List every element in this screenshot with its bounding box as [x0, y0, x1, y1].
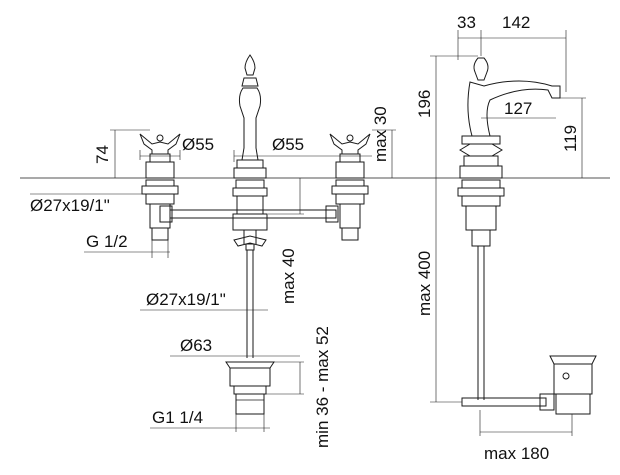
dim-spout-outlet-height: 119 — [561, 125, 580, 152]
side-body — [457, 179, 505, 247]
side-dimension-lines — [430, 30, 586, 436]
center-body — [232, 179, 268, 251]
dim-handle-right-diameter: Ø55 — [272, 135, 304, 154]
side-view — [430, 30, 597, 436]
front-dimension-lines — [30, 129, 396, 432]
pipe-nut-right — [325, 205, 339, 223]
dim-handle-height: 74 — [93, 145, 112, 164]
dim-waste-diameter: Ø63 — [180, 336, 212, 355]
left-valve — [139, 133, 181, 241]
dim-waste-connection: G1 1/4 — [152, 408, 203, 427]
side-waste — [549, 355, 597, 415]
dim-handle-left-diameter: Ø55 — [182, 135, 214, 154]
pipe-nut-left — [159, 205, 173, 223]
dim-waste-range: min 36 - max 52 — [313, 326, 332, 448]
dim-pipe-drop: max 40 — [279, 248, 298, 304]
dim-thread-side-valves: Ø27x19/1" — [30, 196, 110, 215]
dim-thread-spout: Ø27x19/1" — [146, 290, 226, 309]
dim-spout-above-deck: max 30 — [371, 106, 390, 162]
dim-spout-reach: 142 — [502, 13, 530, 32]
dim-rod-length: max 400 — [415, 251, 434, 316]
lever-rod — [461, 397, 547, 407]
front-view — [20, 54, 610, 432]
dim-spout-offset: 33 — [457, 13, 476, 32]
dim-rod-reach: max 180 — [484, 444, 549, 463]
popup-waste — [225, 361, 275, 415]
dim-spout-height: 127 — [504, 99, 532, 118]
right-valve — [329, 133, 371, 241]
center-spout — [233, 54, 267, 179]
dim-total-height: 196 — [415, 90, 434, 118]
side-spout — [459, 57, 561, 179]
dim-connection-side: G 1/2 — [86, 232, 128, 251]
